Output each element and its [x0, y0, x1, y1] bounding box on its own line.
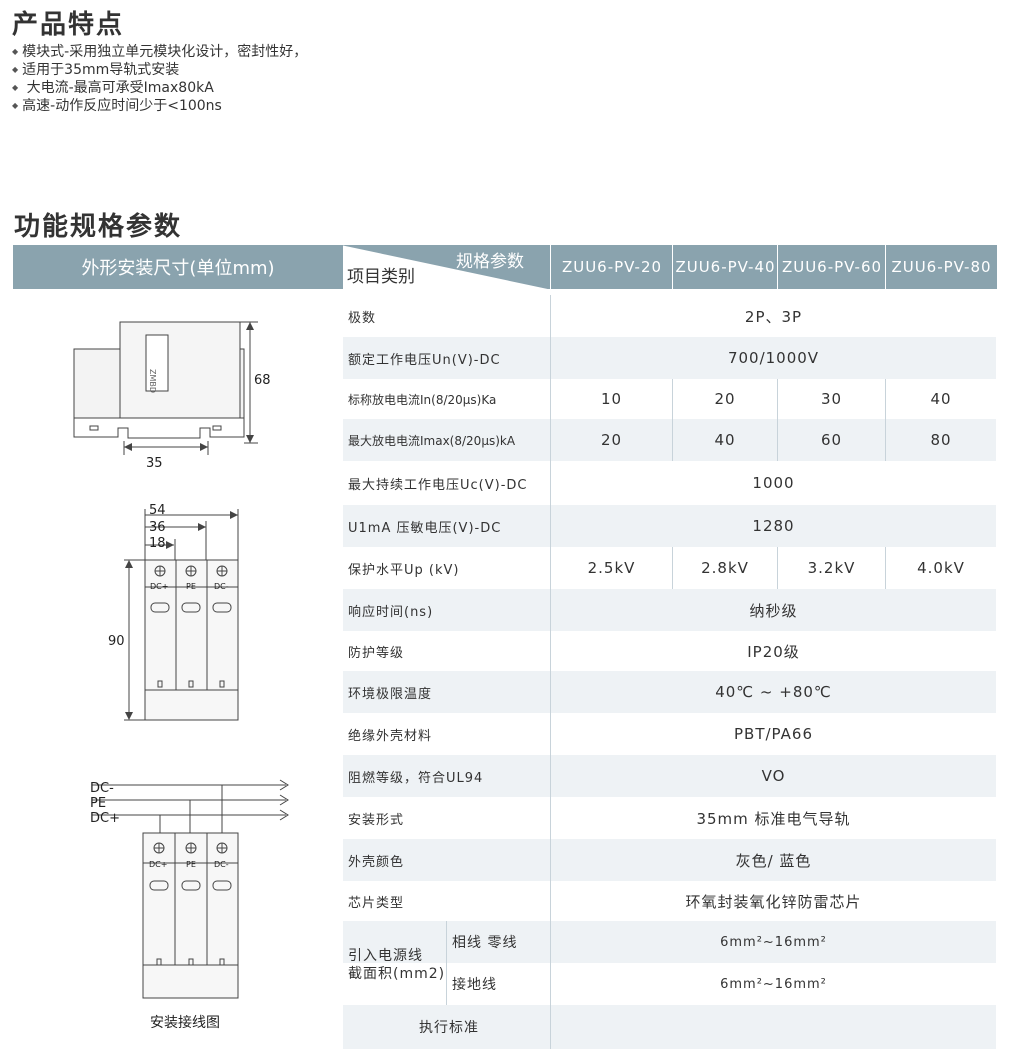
row-label: 绝缘外壳材料: [348, 728, 433, 744]
dimension-drawing: ZMBD 68 35 54 36 18 90 DC+ PE DC- DC+ PE…: [73, 321, 289, 999]
spec-value: 20: [600, 431, 623, 449]
spec-value: 2P、3P: [744, 307, 803, 326]
spec-value: VO: [761, 767, 786, 785]
table-row: [343, 1005, 996, 1049]
table-row: [343, 755, 996, 797]
spec-value: 30: [820, 390, 843, 408]
row-label: 防护等级: [348, 645, 405, 661]
model-header: ZUU6-PV-20: [550, 245, 673, 289]
spec-value: 700/1000V: [727, 349, 820, 367]
dim-35: 35: [146, 456, 163, 471]
features-title: 产品特点: [12, 10, 125, 40]
column-divider: [446, 921, 447, 1005]
corner-bottom-label: 项目类别: [347, 267, 415, 287]
cable-label: 引入电源线: [348, 948, 423, 964]
spec-value: 20: [714, 390, 736, 408]
dim-90: 90: [108, 634, 125, 649]
column-divider: [885, 379, 886, 461]
cable-label: 截面积(mm2): [348, 966, 446, 982]
dim-54: 54: [149, 503, 166, 518]
spec-value: 6mm²~16mm²: [720, 934, 827, 950]
row-label: 阻燃等级，符合UL94: [348, 770, 484, 786]
spec-value: PBT/PA66: [734, 725, 813, 743]
wiring-caption: 安装接线图: [150, 1015, 220, 1031]
row-label: U1mA 压敏电压(V)-DC: [348, 520, 502, 536]
dim-68: 68: [254, 373, 271, 388]
cable-sub-label: 接地线: [452, 977, 497, 993]
column-divider: [672, 379, 673, 461]
table-row: [343, 839, 996, 881]
model-header: ZUU6-PV-80: [885, 245, 997, 289]
corner-top-label: 规格参数: [456, 252, 524, 272]
spec-value: 40: [930, 390, 952, 408]
row-label: 最大持续工作电压Uc(V)-DC: [348, 477, 528, 493]
feature-item: 大电流-最高可承受Imax80kA: [12, 79, 307, 97]
pole-label: DC-: [214, 582, 229, 591]
row-label: 额定工作电压Un(V)-DC: [348, 352, 501, 368]
row-label: 芯片类型: [348, 895, 405, 911]
pole-label: DC+: [149, 860, 167, 869]
table-row: [343, 337, 996, 379]
spec-value: 4.0kV: [917, 559, 965, 577]
spec-value: 纳秒级: [749, 601, 798, 620]
model-header: ZUU6-PV-60: [777, 245, 886, 289]
spec-value: 2.5kV: [587, 559, 636, 577]
pole-label: DC+: [150, 582, 168, 591]
table-row: [343, 419, 996, 461]
feature-item: 模块式-采用独立单元模块化设计，密封性好，: [12, 43, 307, 61]
dim-18: 18: [149, 536, 166, 551]
row-label: 保护水平Up (kV): [348, 562, 460, 578]
column-divider: [550, 295, 551, 1049]
table-row: [343, 921, 996, 963]
row-label: 标称放电电流In(8/20μs)Ka: [348, 392, 497, 407]
table-row: [343, 589, 996, 631]
spec-value: 10: [600, 390, 623, 408]
pole-label: PE: [186, 860, 196, 869]
pole-label: PE: [186, 582, 196, 591]
row-label: 执行标准: [419, 1020, 479, 1036]
cable-sub-label: 相线 零线: [452, 935, 518, 951]
specs-title: 功能规格参数: [14, 212, 183, 242]
corner-header: 规格参数 项目类别: [343, 245, 550, 289]
row-label: 极数: [348, 310, 377, 326]
spec-value: 1000: [752, 474, 795, 492]
table-row: [343, 671, 996, 713]
row-label: 最大放电电流Imax(8/20μs)kA: [348, 433, 516, 448]
wire-label: DC+: [90, 811, 120, 826]
spec-value: 6mm²~16mm²: [720, 976, 827, 992]
row-label: 响应时间(ns): [348, 604, 434, 620]
spec-value: [551, 1005, 996, 1049]
row-label: 环境极限温度: [348, 686, 433, 702]
wire-label: PE: [90, 796, 106, 811]
wire-label: DC-: [90, 781, 114, 796]
spec-value: 环氧封装氧化锌防雷芯片: [685, 892, 862, 911]
feature-item: 高速-动作反应时间少于<100ns: [12, 97, 307, 115]
spec-value: 35mm 标准电气导轨: [696, 809, 851, 828]
column-divider: [672, 547, 673, 589]
row-label: 外壳颜色: [348, 854, 405, 870]
feature-item: 适用于35mm导轨式安装: [12, 61, 307, 79]
spec-value: 3.2kV: [807, 559, 856, 577]
spec-value: 40: [714, 431, 736, 449]
dim-36: 36: [149, 520, 166, 535]
spec-value: IP20级: [747, 642, 800, 661]
row-label: 安装形式: [348, 812, 405, 828]
column-divider: [885, 547, 886, 589]
column-divider: [777, 379, 778, 461]
column-divider: [777, 547, 778, 589]
table-row: [343, 505, 996, 547]
spec-value: 2.8kV: [701, 559, 749, 577]
pole-label: DC-: [214, 860, 229, 869]
spec-value: 80: [930, 431, 952, 449]
spec-value: 40℃ ~ +80℃: [715, 683, 832, 701]
dimensions-header: 外形安装尺寸(单位mm): [13, 245, 343, 289]
module-logo: ZMBD: [148, 369, 157, 393]
model-header: ZUU6-PV-40: [672, 245, 778, 289]
spec-value: 1280: [752, 517, 795, 535]
spec-value: 60: [820, 431, 843, 449]
features-list: 模块式-采用独立单元模块化设计，密封性好， 适用于35mm导轨式安装 大电流-最…: [12, 43, 307, 115]
spec-value: 灰色/ 蓝色: [735, 851, 812, 870]
